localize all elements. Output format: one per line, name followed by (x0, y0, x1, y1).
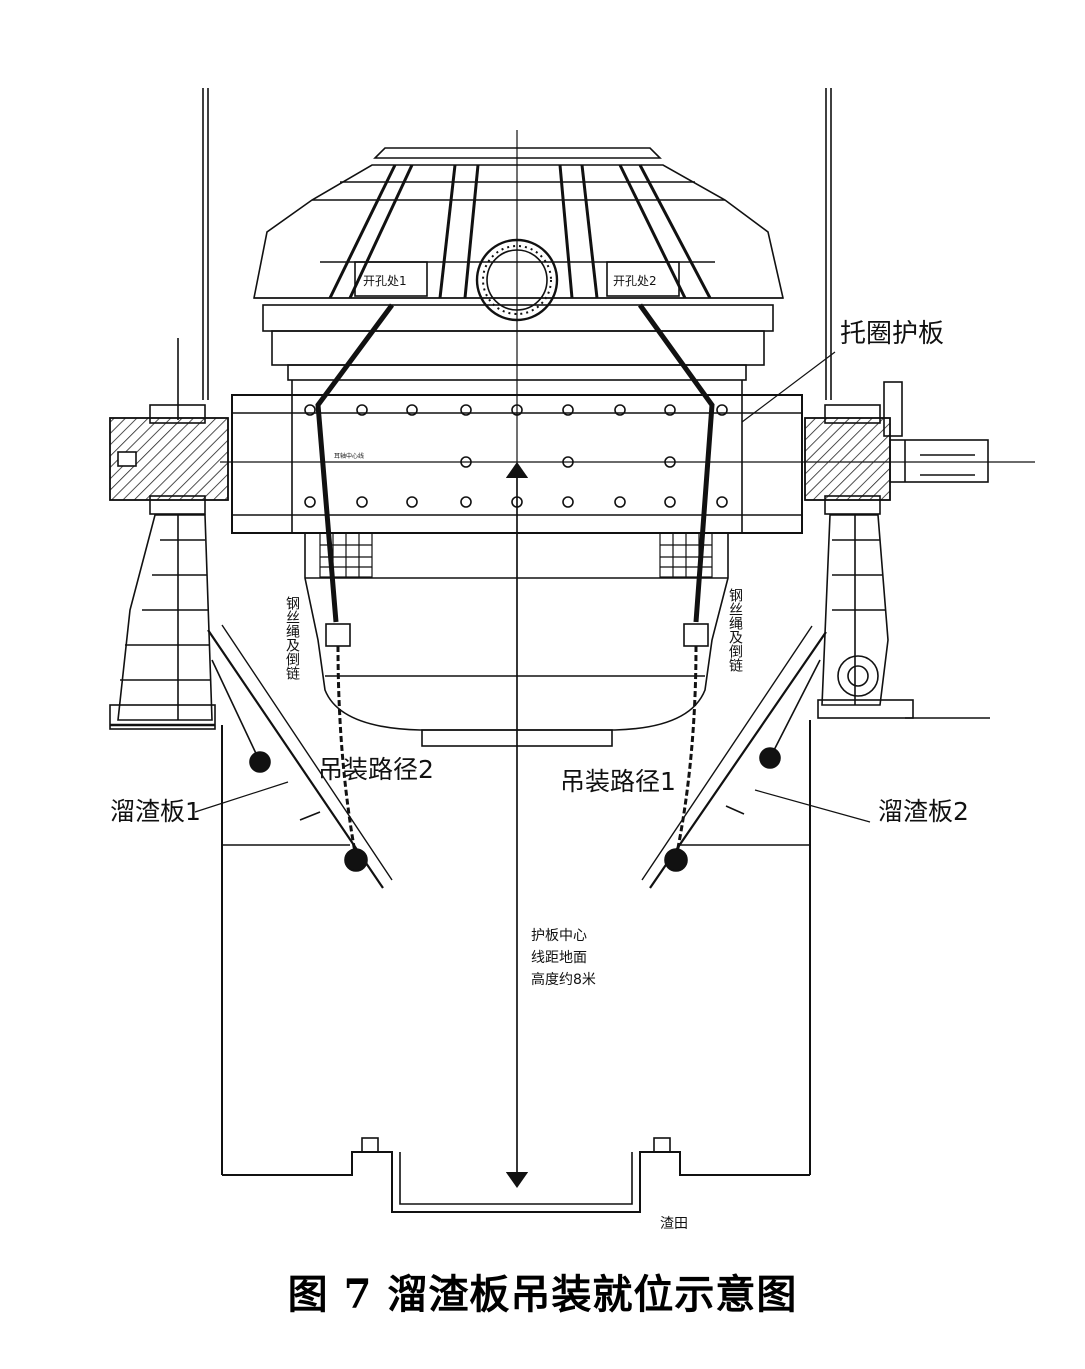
label-kaikong1: 开孔处1 (363, 274, 407, 288)
left-support-pedestal (109, 514, 216, 730)
label-kaikong2: 开孔处2 (613, 274, 657, 288)
rivet-hole (664, 496, 676, 508)
rivet-hole (460, 404, 472, 416)
label-path1: 吊装路径1 (560, 767, 676, 796)
label-height-line1: 护板中心 (531, 928, 587, 944)
foundation-walls (221, 720, 811, 1175)
label-tuoquan: 托圈护板 (840, 319, 944, 349)
rivet-hole (406, 404, 418, 416)
label-height-line3: 高度约8米 (531, 971, 596, 988)
rivet-hole (356, 404, 368, 416)
leader-chute1 (194, 781, 289, 813)
rivet-hole (304, 496, 316, 508)
right-support-rod (825, 88, 832, 400)
rivet-hole (356, 496, 368, 508)
label-center-small: 耳轴中心线 (334, 452, 364, 460)
wire-rope-right (637, 303, 715, 647)
left-trunnion-bearing (109, 338, 229, 515)
rivet-hole (460, 456, 472, 468)
leader-tuoquan (741, 351, 836, 423)
label-path2: 吊装路径2 (318, 755, 434, 784)
slag-chute-2 (641, 625, 827, 889)
rivet-hole (614, 404, 626, 416)
slag-chute-1 (207, 624, 393, 889)
rivet-hole (562, 456, 574, 468)
wire-rope-left (315, 303, 395, 647)
rivet-hole (304, 404, 316, 416)
rivet-hole (406, 496, 418, 508)
label-chute2: 溜渣板2 (878, 797, 969, 826)
rivet-hole (562, 496, 574, 508)
slag-pot-pit (222, 1137, 810, 1213)
label-height-line2: 线距地面 (531, 950, 587, 966)
rivet-hole (562, 404, 574, 416)
leader-chute2 (754, 789, 871, 823)
rivet-hole (614, 496, 626, 508)
label-rope-left: 钢丝绳及倒链 (284, 596, 300, 681)
right-support-pedestal (817, 514, 990, 719)
rivet-hole (716, 404, 728, 416)
rivet-hole (664, 404, 676, 416)
chain-hoist-right (674, 645, 698, 859)
label-chute1: 溜渣板1 (110, 797, 201, 826)
label-rope-right: 钢丝绳及倒链 (727, 588, 743, 673)
right-trunnion-bearing (804, 381, 989, 515)
figure-caption: 图 7 溜渣板吊装就位示意图 (287, 1271, 798, 1318)
rivet-hole (716, 496, 728, 508)
chain-hoist-left (336, 645, 358, 859)
left-support-rod (202, 88, 209, 400)
rivet-hole (664, 456, 676, 468)
rivet-hole (460, 496, 472, 508)
converter-top-hood (253, 147, 785, 381)
label-slag-pot: 渣田 (660, 1216, 688, 1232)
